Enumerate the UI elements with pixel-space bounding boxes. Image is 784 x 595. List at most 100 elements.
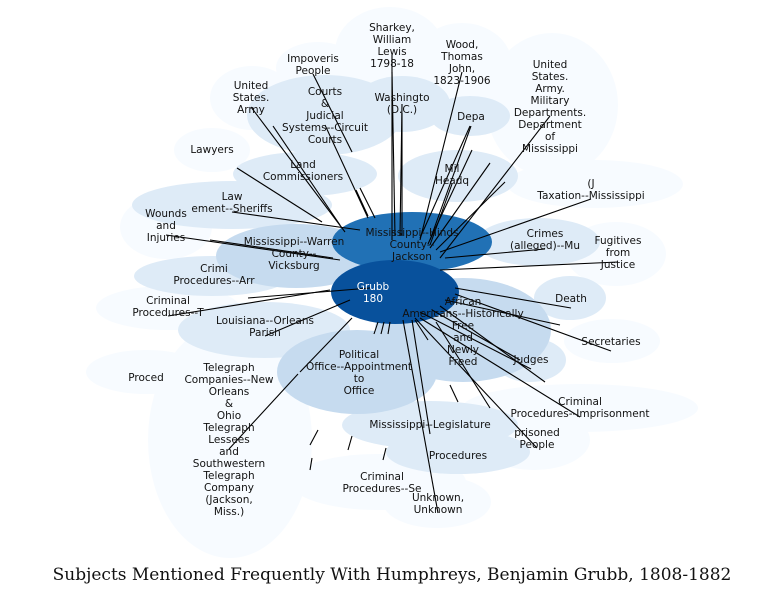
label-line: Taxation--Mississippi [536, 190, 644, 202]
bubble-procedures-bottom [386, 430, 530, 474]
label-line: Depa [457, 111, 485, 123]
label-line: from [606, 247, 630, 259]
label-line: (alleged)--Mu [510, 240, 580, 252]
bubble-lawyers [174, 128, 250, 172]
label-line: Free [452, 320, 474, 332]
label-line: Procedures [429, 450, 487, 462]
bubble-law-enforcement-sheriffs [132, 181, 332, 229]
edge-extra-6 [419, 125, 471, 239]
edge-extra-15 [387, 321, 391, 335]
edge-taxation-mississippi [439, 198, 592, 253]
label-line: Ohio [217, 410, 241, 422]
edge-wood-thomas-john [419, 71, 463, 241]
label-line: Washingto [374, 92, 429, 104]
label-line: Department [518, 119, 582, 131]
edge-headquarters [429, 183, 453, 246]
label-crimes-alleged: Crimes(alleged)--Mu [510, 228, 580, 252]
label-line: Mississippi [522, 143, 578, 155]
edge-telegraph-companies [228, 373, 299, 450]
bubble-depa [430, 96, 510, 136]
label-line: Crimes [527, 228, 564, 240]
edge-mississippi-legislature [411, 319, 431, 435]
edge-extra-0 [272, 125, 341, 226]
label-line: Mil [445, 163, 460, 175]
label-line: and [219, 446, 239, 458]
label-line: Newly [447, 344, 479, 356]
label-line: Political [339, 349, 379, 361]
edge-louisiana-orleans-parish [264, 299, 351, 337]
edge-criminal-procedures-imprisonment [419, 317, 581, 418]
label-secretaries: Secretaries [581, 336, 640, 348]
edge-depa [429, 125, 472, 241]
label-line: Wounds [145, 208, 187, 220]
label-line: Jackson [391, 251, 432, 263]
label-procedures-left: Proced [128, 372, 164, 384]
edge-extra-17 [431, 309, 521, 361]
bubble-political-office-appointment [277, 330, 437, 414]
label-line: Land [290, 159, 316, 171]
label-line: to [354, 373, 365, 385]
label-line: Criminal [558, 396, 602, 408]
label-line: Lewis [377, 46, 406, 58]
bubble-crimes-alleged [476, 218, 600, 266]
edge-courts [324, 124, 369, 219]
edge-extra-25 [435, 321, 491, 409]
label-line: and [453, 332, 473, 344]
label-line: Southwestern [193, 458, 265, 470]
label-line: (J [587, 178, 594, 190]
label-line: Army [237, 104, 265, 116]
label-line: Law [222, 191, 243, 203]
label-unknown-unknown: Unknown,Unknown [412, 492, 464, 516]
edge-layer [165, 55, 619, 514]
label-line: ement--Sheriffs [191, 203, 272, 215]
edge-fugitives-from-justice [439, 261, 619, 271]
edge-law-enforcement-sheriffs [231, 211, 361, 231]
label-line: Judicial [305, 110, 343, 122]
edge-extra-13 [373, 321, 379, 335]
label-line: United [533, 59, 568, 71]
edge-unknown-unknown [402, 319, 439, 514]
label-line: Sharkey, [369, 22, 415, 34]
label-line: William [373, 34, 411, 46]
bubble-headquarters [398, 150, 518, 202]
edge-extra-21 [347, 435, 353, 451]
label-line: County-- [272, 248, 317, 260]
label-line: County-- [390, 239, 435, 251]
label-line: Impoveris [287, 53, 339, 65]
edge-criminal-procedures-t [167, 289, 331, 317]
label-line: Mississippi--Warren [244, 236, 345, 248]
label-line: Military [531, 95, 570, 107]
label-line: Telegraph [202, 470, 254, 482]
edge-impoverished-people [312, 73, 353, 153]
label-line: Justice [600, 259, 636, 271]
label-line: Mississippi--Legislature [369, 419, 490, 431]
label-line: Unknown, [412, 492, 464, 504]
label-line: Procedures--Imprisonment [510, 408, 649, 420]
edge-extra-5 [391, 71, 396, 237]
label-judges: Judges [512, 354, 548, 366]
bubble-united-states-army-dept-mississippi [486, 33, 618, 177]
label-line: Vicksburg [268, 260, 319, 272]
bubble-layer [86, 7, 698, 558]
label-line: prisoned [514, 427, 560, 439]
edge-united-states-army-dept-mississippi [439, 115, 551, 259]
edge-extra-7 [427, 149, 473, 245]
edge-extra-10 [209, 239, 334, 259]
label-line: Lessees [208, 434, 249, 446]
label-line: Orleans [209, 386, 250, 398]
label-line: John, [448, 63, 475, 75]
